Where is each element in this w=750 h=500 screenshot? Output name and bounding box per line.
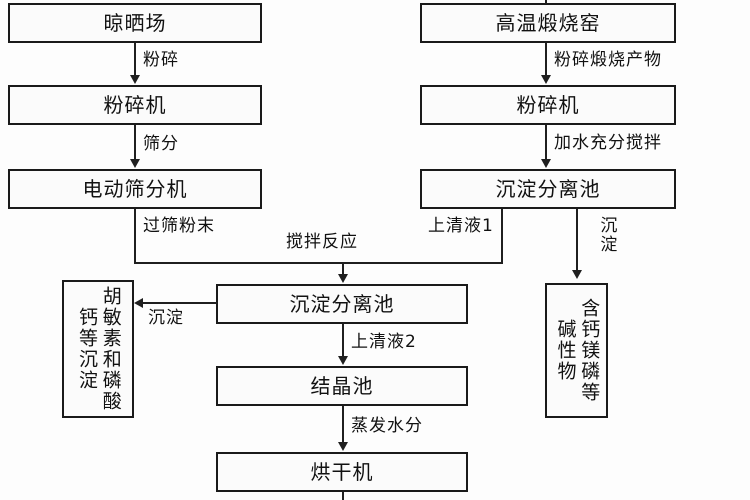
node-crusher-right[interactable]: 粉碎机 <box>420 85 676 125</box>
arrowhead-junction-to-settling-middle <box>338 274 348 283</box>
edge-crusher-to-settling-right <box>545 125 547 160</box>
node-label: 含钙镁磷等碱性物 <box>554 298 601 403</box>
edge-label-supernatant-2: 上清液2 <box>351 332 417 352</box>
arrowhead-crusher-to-sieve <box>130 159 140 168</box>
edge-sieve-down <box>134 209 136 264</box>
node-settling-tank-right[interactable]: 沉淀分离池 <box>420 169 676 209</box>
edge-kiln-inflow <box>545 0 547 4</box>
node-humin-calcium-phosphate-precipitate[interactable]: 胡敏素和磷酸钙等沉淀 <box>62 280 134 418</box>
edge-crusher-to-sieve <box>134 125 136 160</box>
node-dryer[interactable]: 烘干机 <box>216 452 468 492</box>
edge-label-sieving: 筛分 <box>143 134 179 154</box>
arrowhead-settling-middle-to-crystallization <box>338 356 348 365</box>
edge-label-evaporate-water: 蒸发水分 <box>351 416 423 436</box>
arrowhead-kiln-to-crusher <box>541 75 551 84</box>
node-alkaline-ca-mg-p-solid[interactable]: 含钙镁磷等碱性物 <box>545 283 608 418</box>
node-label: 粉碎机 <box>103 92 167 117</box>
edge-label-stir-reaction: 搅拌反应 <box>286 232 358 252</box>
edge-label-precipitate-left: 沉淀 <box>148 308 184 328</box>
node-drying-yard[interactable]: 晾晒场 <box>8 3 262 43</box>
edge-label-precipitate-right: 沉淀 <box>596 216 617 254</box>
edge-settling-right-supernatant-down <box>501 209 503 264</box>
node-electric-sieve[interactable]: 电动筛分机 <box>8 169 262 209</box>
edge-kiln-to-crusher <box>545 43 547 76</box>
edge-sieve-horizontal-to-junction <box>134 262 344 264</box>
node-label: 烘干机 <box>310 459 374 484</box>
node-label: 高温煅烧窑 <box>495 10 601 35</box>
edge-label-crush: 粉碎 <box>143 50 179 70</box>
arrowhead-settling-middle-to-humin <box>134 298 143 308</box>
edge-dryer-outflow <box>342 492 344 500</box>
edge-label-sieved-powder: 过筛粉末 <box>143 216 215 236</box>
arrowhead-crystallization-to-dryer <box>338 442 348 451</box>
edge-settling-middle-to-crystallization <box>342 324 344 357</box>
edge-crystallization-to-dryer <box>342 406 344 443</box>
arrowhead-crusher-to-settling-right <box>541 159 551 168</box>
arrowhead-settling-right-to-alkaline-solid <box>572 270 582 279</box>
edge-label-crush-calcined-product: 粉碎煅烧产物 <box>554 50 662 70</box>
node-label: 沉淀分离池 <box>289 291 395 316</box>
arrowhead-drying-to-crusher <box>130 75 140 84</box>
node-label: 胡敏素和磷酸钙等沉淀 <box>76 286 122 412</box>
node-crusher-left[interactable]: 粉碎机 <box>8 85 262 125</box>
node-calcination-kiln[interactable]: 高温煅烧窑 <box>420 3 676 43</box>
node-crystallization-pond[interactable]: 结晶池 <box>216 366 468 406</box>
node-label: 沉淀分离池 <box>495 176 601 201</box>
node-label: 粉碎机 <box>516 92 580 117</box>
node-label: 晾晒场 <box>103 10 167 35</box>
node-label: 结晶池 <box>310 373 374 398</box>
edge-settling-middle-to-humin <box>142 302 217 304</box>
edge-label-add-water-stir: 加水充分搅拌 <box>554 133 662 153</box>
edge-label-supernatant-1: 上清液1 <box>428 216 494 236</box>
edge-supernatant-horizontal-to-junction <box>342 262 503 264</box>
node-settling-tank-middle[interactable]: 沉淀分离池 <box>216 284 468 324</box>
node-label: 电动筛分机 <box>82 176 188 201</box>
edge-settling-right-to-alkaline-solid <box>576 209 578 271</box>
edge-drying-to-crusher <box>134 43 136 76</box>
edge-junction-to-settling-middle <box>342 262 344 276</box>
